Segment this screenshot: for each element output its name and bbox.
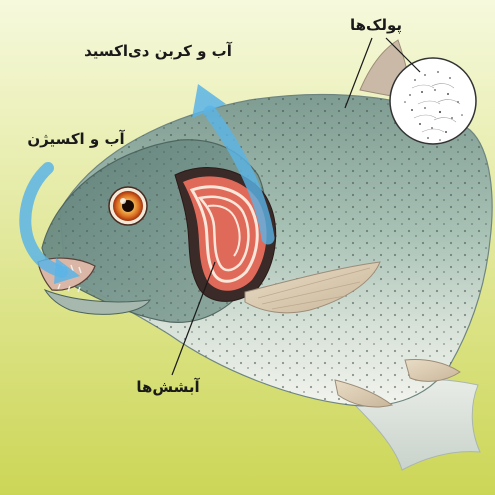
scales-label: پولک‌ها xyxy=(350,16,402,35)
scales-magnifier xyxy=(390,58,476,144)
water-oxygen-label: آب و اکسیژن xyxy=(27,130,125,148)
fish-eye xyxy=(109,187,147,225)
water-co2-label: آب و کربن دی‌اکسید xyxy=(84,42,233,60)
gills-label: آبشش‌ها xyxy=(136,378,200,396)
